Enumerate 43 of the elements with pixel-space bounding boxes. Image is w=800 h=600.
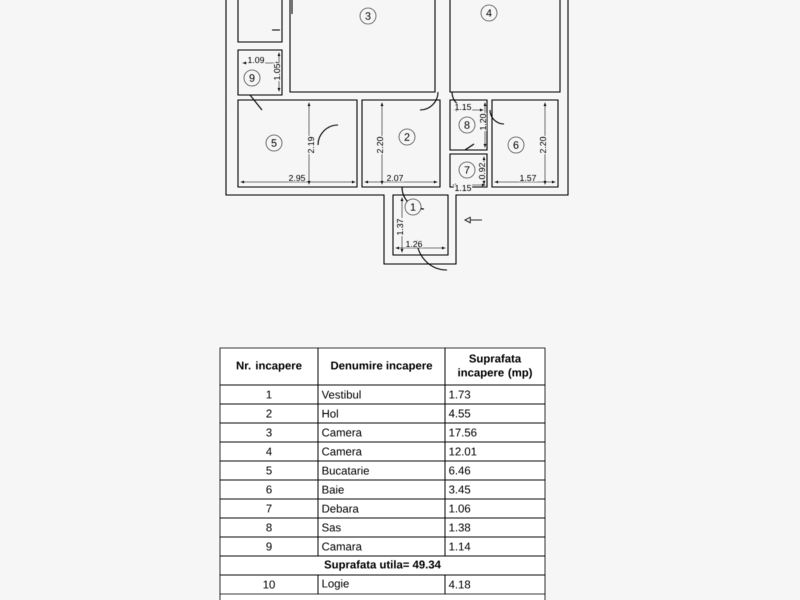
callout-number: 5 <box>266 134 282 152</box>
table-cell: 17.56 <box>444 422 546 442</box>
table-cell: 6.46 <box>444 460 546 480</box>
callout-number: 8 <box>458 116 476 134</box>
table-cell: 4.18 <box>444 574 546 594</box>
table-cell: Suprafata utila= 49.34 <box>220 556 546 576</box>
callout-number: 3 <box>360 8 376 24</box>
table-cell: Suprafata incapere (mp) <box>444 348 546 386</box>
table-cell: 1.06 <box>444 498 546 518</box>
callout-number: 4 <box>480 4 498 22</box>
table-cell: Bucatarie <box>318 460 446 480</box>
table-cell: 3.45 <box>444 480 546 500</box>
table-cell: Hol <box>318 404 446 424</box>
callout-number: 7 <box>458 162 476 178</box>
table-cell: 9 <box>220 536 318 556</box>
table-cell: 1.14 <box>444 536 546 556</box>
callout-number: 1 <box>404 198 422 216</box>
table-cell: 1.38 <box>444 518 546 538</box>
table-cell: Logie <box>318 574 446 594</box>
table-cell: 6 <box>220 480 318 500</box>
table-cell: Denumire incapere <box>318 348 446 386</box>
table-cell: 2 <box>220 404 318 424</box>
table-cell: Sas <box>318 518 446 538</box>
table-cell: 12.01 <box>444 442 546 462</box>
table-cell: Nr. incapere <box>220 348 318 386</box>
table-cell: Camara <box>318 536 446 556</box>
table-cell: 10 <box>220 574 318 594</box>
table-cell: Camera <box>318 442 446 462</box>
table-cell: 4.55 <box>444 404 546 424</box>
table-cell: 8 <box>220 518 318 538</box>
callout-number: 9 <box>244 70 260 86</box>
table-cell: Baie <box>318 480 446 500</box>
table-cell: 5 <box>220 460 318 480</box>
table-cell: 1 <box>220 384 318 404</box>
table-cell: 4 <box>220 442 318 462</box>
callout-number: 2 <box>398 128 416 146</box>
table-cell: Debara <box>318 498 446 518</box>
callout-number: 6 <box>508 136 524 154</box>
table-cell: 3 <box>220 422 318 442</box>
table-cell: 7 <box>220 498 318 518</box>
table-cell: 1.73 <box>444 384 546 404</box>
table-cell: Camera <box>318 422 446 442</box>
table-cell: Vestibul <box>318 384 446 404</box>
